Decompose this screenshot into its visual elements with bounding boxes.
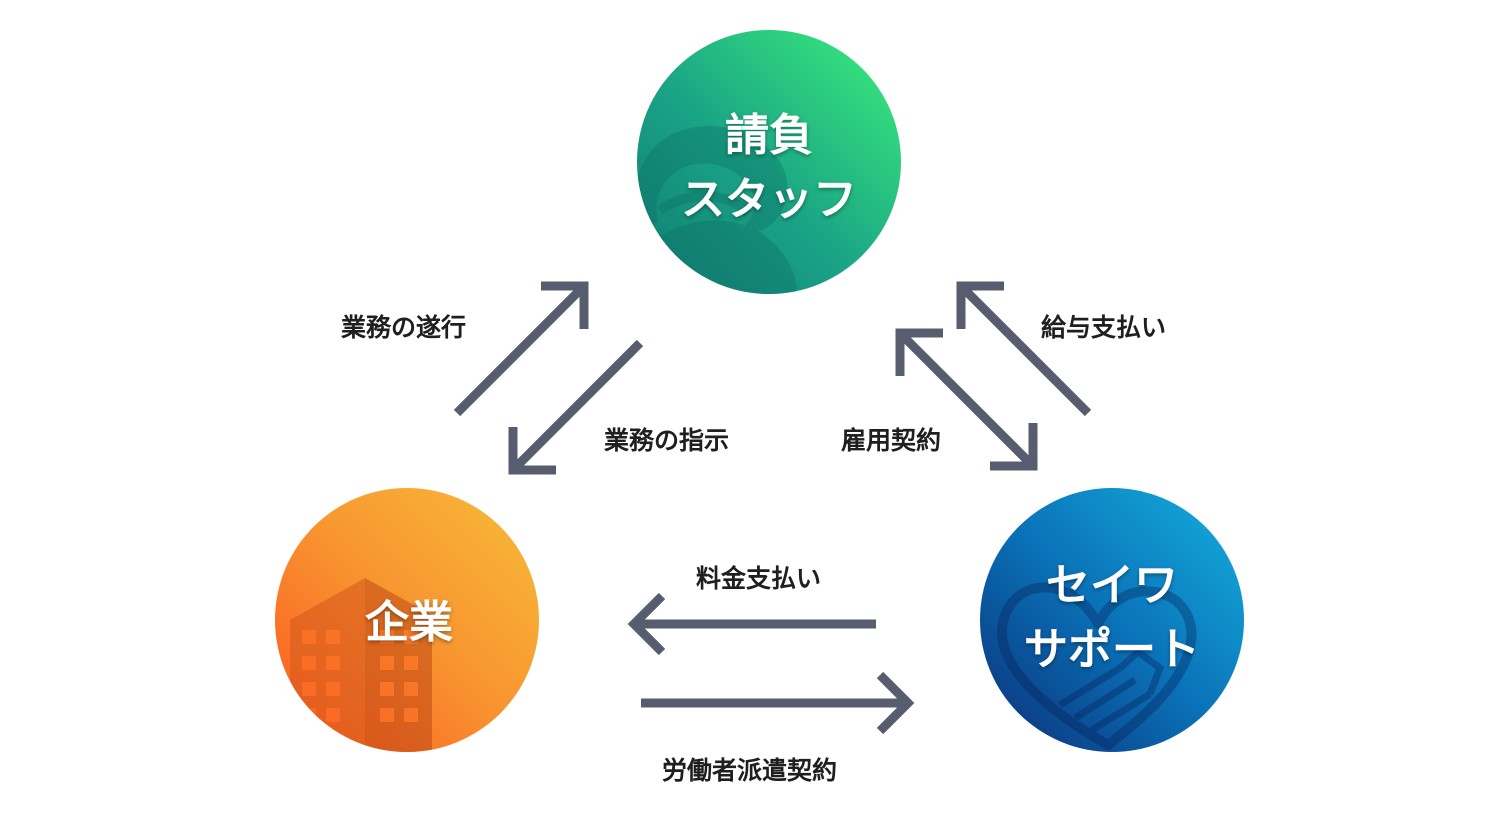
label-salary-payment: 給与支払い: [1041, 313, 1166, 342]
node-company: 企業: [275, 488, 539, 752]
label-employment-contract: 雇用契約: [841, 426, 941, 455]
arrow-fee-payment: [627, 592, 876, 656]
arrow-dispatch-contract: [641, 671, 915, 735]
seiwa-support-label-line1: セイワ: [1046, 560, 1178, 611]
arrow-employment-contract: [895, 328, 1038, 471]
label-business-instruction: 業務の指示: [604, 426, 729, 455]
contract-staff-label-line2: スタッフ: [681, 174, 857, 225]
contract-staff-circle: [637, 30, 901, 294]
contract-staff-label-line1: 請負: [725, 110, 813, 161]
node-seiwa-support: セイワ サポート: [980, 488, 1244, 752]
node-contract-staff: 請負 スタッフ: [637, 30, 901, 294]
seiwa-support-label-line2: サポート: [1024, 624, 1200, 675]
company-label: 企業: [365, 597, 453, 648]
arrow-salary-payment: [956, 281, 1092, 417]
seiwa-support-circle: [980, 488, 1244, 752]
heart-handshake-icon: [996, 582, 1197, 750]
label-dispatch-contract: 労働者派遣契約: [662, 756, 837, 785]
arrow-business-execution: [453, 281, 589, 417]
arrow-business-instruction: [508, 339, 644, 475]
label-business-execution: 業務の遂行: [341, 313, 466, 342]
label-fee-payment: 料金支払い: [696, 564, 821, 593]
